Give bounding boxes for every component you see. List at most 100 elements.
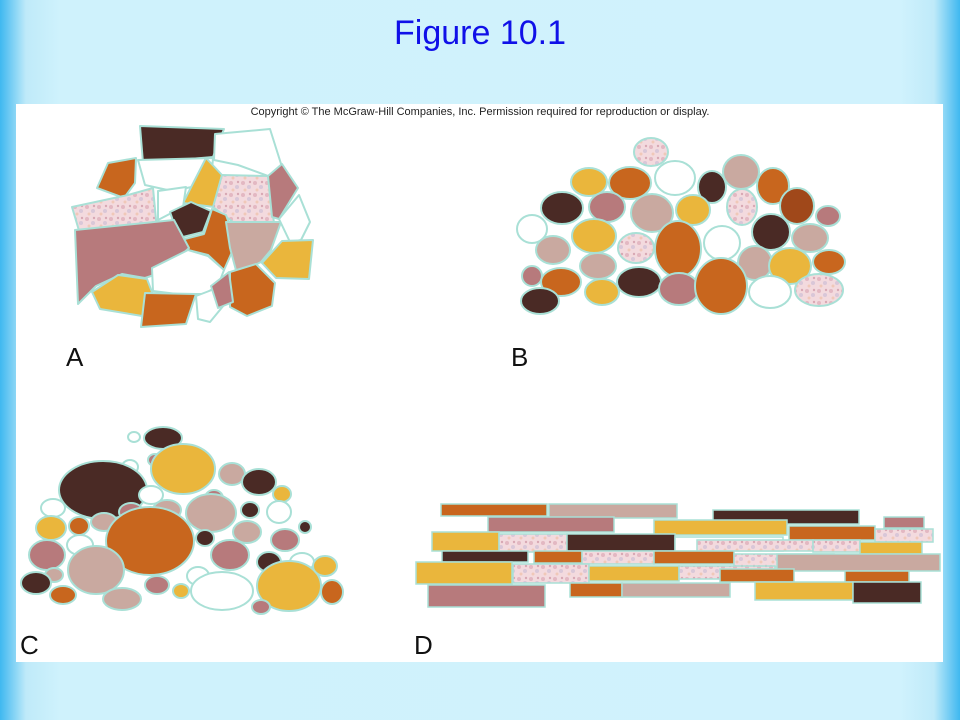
clast [633, 137, 669, 167]
clast [653, 550, 735, 565]
clast [140, 292, 197, 328]
clast [654, 160, 696, 196]
clast [584, 278, 620, 306]
clast [812, 249, 846, 275]
clast [210, 539, 250, 571]
panel-label-b: B [511, 342, 529, 372]
clast [516, 214, 548, 244]
clast [105, 506, 195, 576]
clast [658, 272, 700, 306]
panel-b-clasts [516, 137, 846, 315]
clast [127, 431, 141, 443]
clast [696, 539, 814, 552]
clast [533, 550, 583, 564]
clast [440, 503, 548, 517]
clast [256, 560, 322, 612]
clast [756, 167, 790, 205]
clast [241, 468, 277, 496]
panel-label-d: D [414, 630, 433, 660]
clast [616, 266, 662, 298]
clast [185, 493, 237, 533]
clast [675, 194, 711, 226]
clast [172, 583, 190, 599]
clast [788, 525, 876, 541]
clast [719, 568, 795, 583]
clast [883, 516, 925, 529]
clast [779, 187, 815, 225]
clast [815, 205, 841, 227]
clast [441, 550, 529, 563]
clast [190, 571, 254, 611]
clast [520, 287, 560, 315]
clast [278, 194, 311, 243]
clast [138, 485, 164, 505]
clast [703, 225, 741, 261]
clast [144, 575, 170, 595]
clast [96, 157, 137, 199]
clast [213, 128, 283, 177]
clast [726, 188, 758, 226]
clast [768, 247, 812, 285]
panel-d-clasts [415, 503, 941, 608]
clast [35, 515, 67, 541]
clast [722, 154, 760, 190]
clast [512, 563, 590, 584]
clast [229, 263, 276, 317]
clast [535, 235, 571, 265]
clast [49, 585, 77, 605]
clast [267, 163, 299, 220]
clast [579, 252, 617, 280]
clast [312, 555, 338, 577]
clast [653, 519, 788, 536]
panel-c-clasts [20, 426, 344, 615]
clast [540, 191, 584, 225]
clast [102, 587, 142, 611]
clast [540, 267, 582, 297]
clast [68, 516, 90, 536]
clast [20, 571, 52, 595]
clast [581, 550, 655, 565]
clast [588, 191, 626, 223]
clast [427, 584, 546, 608]
clast [621, 582, 731, 598]
clast [630, 193, 674, 233]
slide-title: Figure 10.1 [394, 14, 566, 52]
panel-label-a: A [66, 342, 84, 372]
clast [431, 531, 500, 552]
clast [748, 275, 792, 309]
clast [852, 581, 922, 604]
clast [794, 273, 844, 307]
clast [569, 582, 623, 598]
clast [874, 528, 934, 543]
clast [210, 271, 234, 309]
clast [754, 581, 854, 601]
clast [415, 561, 513, 585]
clast [266, 500, 292, 524]
clast [791, 223, 829, 253]
panel-label-c: C [20, 630, 39, 660]
clast [487, 516, 615, 533]
clast [240, 501, 260, 519]
clast [617, 232, 655, 264]
clast [28, 539, 66, 571]
clast [232, 520, 262, 544]
clast [588, 565, 680, 582]
clast [566, 533, 676, 552]
clast [67, 545, 125, 595]
clast [298, 520, 312, 534]
clast [195, 529, 215, 547]
clast [751, 213, 791, 251]
panel-a-clasts [71, 125, 314, 328]
copyright-notice: Copyright © The McGraw-Hill Companies, I… [250, 106, 710, 118]
clast [654, 220, 702, 278]
clast [694, 257, 748, 315]
clast [272, 485, 292, 503]
clast [570, 167, 608, 197]
clast [251, 599, 271, 615]
clast [548, 503, 678, 519]
clast [150, 443, 216, 495]
clast [521, 265, 543, 287]
clast [776, 553, 941, 572]
clast [320, 579, 344, 605]
clast [844, 570, 910, 583]
